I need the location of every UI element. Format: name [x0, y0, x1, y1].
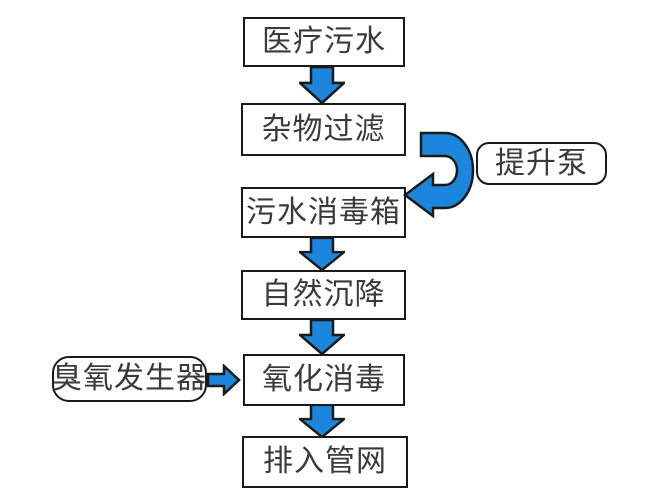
arrow-down-oxidation-to-discharge-icon [299, 404, 345, 438]
node-natural-sedimentation: 自然沉降 [241, 270, 406, 320]
node-oxidation-disinfection: 氧化消毒 [243, 354, 405, 406]
arrow-down-tank-to-sedimentation-icon [299, 237, 345, 271]
node-ozone-generator: 臭氧发生器 [52, 356, 207, 402]
node-debris-filtration: 杂物过滤 [241, 103, 406, 156]
node-medical-wastewater: 医疗污水 [243, 17, 405, 67]
arrow-uturn-debris-to-tank-icon [398, 125, 478, 220]
arrow-down-medical-to-debris-icon [299, 66, 345, 104]
arrow-down-sedimentation-to-oxidation-icon [299, 319, 345, 355]
node-lift-pump: 提升泵 [476, 142, 607, 185]
arrow-right-ozone-to-oxidation-icon [207, 364, 241, 396]
node-discharge-to-pipe-network: 排入管网 [242, 436, 408, 488]
node-sewage-disinfection-tank: 污水消毒箱 [241, 187, 406, 238]
